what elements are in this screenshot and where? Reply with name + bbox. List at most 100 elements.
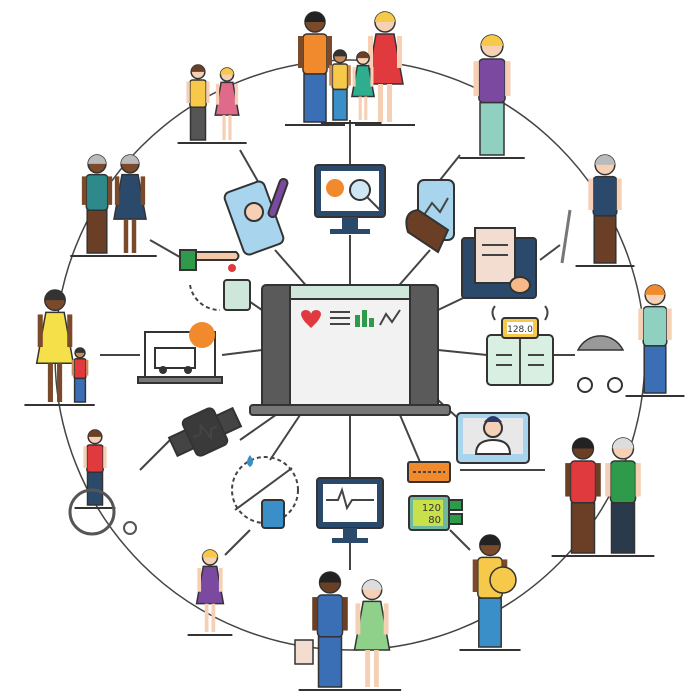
legs: [332, 88, 348, 121]
family-mother: [355, 11, 415, 126]
connector-line: [439, 154, 461, 181]
elderly-man: [70, 154, 124, 257]
leg: [365, 650, 371, 687]
arm: [473, 61, 479, 97]
nurse: [298, 571, 362, 691]
video-consult-tablet-icon: [456, 412, 530, 464]
leg: [131, 219, 137, 253]
torso: [569, 460, 597, 504]
leg: [222, 115, 226, 140]
arm: [83, 446, 87, 469]
legs: [303, 73, 327, 123]
bar-chart-icon: [355, 315, 360, 327]
torso: [73, 358, 87, 380]
vaccine-syringe-icon: [231, 455, 299, 529]
leg: [364, 96, 368, 120]
arm: [298, 36, 303, 68]
torso: [85, 173, 109, 211]
spoke-line: [274, 249, 311, 291]
tablet-clipboard-icon: [461, 227, 537, 299]
torso: [316, 594, 344, 638]
leg: [228, 115, 232, 140]
young-man: [459, 34, 525, 159]
desktop-analytics-icon: [314, 164, 386, 234]
legs: [478, 597, 502, 648]
arm: [107, 176, 113, 205]
leg: [378, 84, 383, 122]
elderly-woman: [103, 154, 157, 257]
couple-man: [177, 64, 219, 144]
scale-reading: 128.0: [507, 325, 533, 335]
central-laptop: [249, 284, 451, 416]
legs: [86, 471, 104, 506]
arm: [327, 36, 332, 68]
hand-holding-phone-icon: [405, 179, 455, 254]
child: [65, 347, 95, 406]
arm: [605, 463, 611, 497]
legs: [86, 209, 108, 254]
legs: [643, 345, 667, 394]
ecg-monitor-icon: [316, 477, 384, 543]
arm: [352, 66, 356, 87]
spoke-line: [394, 249, 431, 291]
connector-line: [239, 149, 261, 186]
wheelchair-user: [74, 429, 116, 509]
arm: [588, 178, 594, 210]
wheelchair-wheel: [68, 488, 116, 536]
arm: [197, 567, 202, 592]
smartwatch-icon: [167, 406, 243, 458]
woman-with-stroller: [625, 284, 685, 397]
arm: [67, 314, 73, 348]
arm: [638, 308, 644, 340]
legs: [317, 636, 343, 688]
hair: [333, 50, 347, 57]
arm: [472, 559, 478, 593]
pregnant-belly: [489, 566, 517, 594]
leg: [123, 219, 129, 253]
trend-line-icon: [379, 309, 401, 326]
torso: [331, 63, 349, 91]
hair: [44, 290, 66, 301]
heart-icon: [301, 310, 321, 328]
mother: [24, 289, 86, 406]
hair: [595, 155, 615, 165]
arm: [565, 463, 571, 497]
couple-right-man: [551, 437, 615, 557]
arm: [71, 359, 75, 376]
leg: [387, 84, 392, 122]
hair: [88, 155, 106, 164]
smart-scale-icon: 128.0: [486, 305, 554, 386]
hair: [75, 348, 85, 353]
leg: [204, 603, 209, 632]
hair: [191, 65, 205, 72]
arm: [347, 65, 351, 86]
torso: [642, 305, 668, 347]
telehealth-phone-icon: [223, 177, 289, 256]
arm: [397, 36, 402, 68]
arm: [114, 176, 120, 205]
arm: [595, 463, 601, 497]
arm: [635, 463, 641, 497]
arm: [215, 83, 220, 105]
legs: [479, 101, 505, 156]
arm: [186, 81, 190, 104]
arm: [616, 178, 622, 210]
leg: [47, 363, 53, 402]
arm: [234, 83, 239, 105]
legs: [570, 502, 596, 554]
torso: [86, 444, 104, 474]
hair: [319, 572, 341, 583]
legs: [189, 106, 207, 141]
hair: [88, 430, 102, 437]
arm: [505, 61, 511, 97]
elderly-man-cane: [575, 154, 635, 267]
wheelchair-wheel: [123, 521, 137, 535]
stroller: [576, 335, 625, 351]
connector-line: [449, 529, 471, 551]
torso: [189, 79, 207, 109]
hair: [356, 51, 370, 59]
blood-pressure-monitor-icon: 120 80: [407, 461, 463, 531]
stroller-wheel: [607, 377, 623, 393]
